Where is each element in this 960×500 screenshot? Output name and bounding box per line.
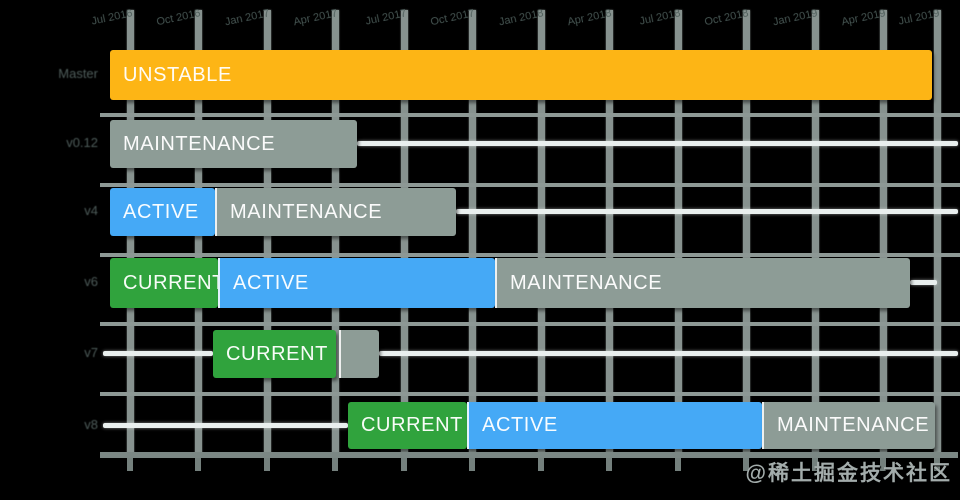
bar-segment-current: CURRENT	[110, 258, 218, 308]
bar-segment-active: ACTIVE	[467, 402, 762, 449]
x-axis-tick	[606, 458, 612, 471]
row-separator-line	[100, 253, 960, 257]
x-axis-tick-label: Apr 2017	[292, 7, 339, 29]
x-axis-tick-label: Oct 2016	[155, 7, 202, 29]
x-axis-tick	[264, 458, 270, 471]
x-axis-tick-label: Jul 2017	[364, 7, 408, 28]
x-axis-tick	[880, 458, 886, 471]
vertical-gridline	[469, 10, 476, 454]
x-axis-tick-label: Jul 2016	[90, 7, 134, 28]
bar-segment-maintenance	[339, 330, 379, 378]
row-label: v7	[84, 345, 98, 360]
x-axis-tick-label: Jan 2019	[771, 7, 819, 29]
x-axis-tick	[469, 458, 475, 471]
x-axis-tick-label: Jan 2018	[497, 7, 545, 29]
bar-segment-active: ACTIVE	[110, 188, 215, 236]
x-axis-tick	[195, 458, 201, 471]
bar-segment-current: CURRENT	[348, 402, 467, 449]
timeline-track-line	[357, 141, 958, 146]
bar-segment-maintenance: MAINTENANCE	[110, 120, 357, 168]
vertical-gridline	[538, 10, 545, 454]
x-axis-tick-label: Jul 2018	[638, 7, 682, 28]
row-label: v0.12	[66, 135, 98, 150]
x-axis-tick	[812, 458, 818, 471]
vertical-gridline	[880, 10, 887, 454]
juejin-watermark: @稀土掘金技术社区	[745, 462, 952, 485]
row-separator-line	[100, 113, 960, 117]
x-axis-tick	[332, 458, 338, 471]
x-axis-tick	[743, 458, 749, 471]
row-label: v6	[84, 274, 98, 289]
x-axis-tick-label: Apr 2018	[566, 7, 613, 29]
timeline-track-line	[379, 351, 958, 356]
vertical-gridline	[743, 10, 750, 454]
timeline-track-line	[103, 422, 348, 428]
timeline-track-line	[910, 280, 937, 285]
timeline-track-line	[456, 209, 958, 214]
bar-segment-active: ACTIVE	[218, 258, 495, 308]
bar-segment-maintenance: MAINTENANCE	[495, 258, 910, 308]
bar-segment-unstable: UNSTABLE	[110, 50, 932, 100]
timeline-track-line	[103, 351, 213, 356]
x-axis-tick-label: Jan 2017	[223, 7, 271, 29]
vertical-gridline	[812, 10, 819, 454]
row-label: v4	[84, 203, 98, 218]
vertical-gridline	[675, 10, 682, 454]
x-axis-tick	[401, 458, 407, 471]
x-axis-tick	[538, 458, 544, 471]
row-label: v8	[84, 416, 98, 432]
x-axis-tick-label: Oct 2018	[703, 7, 750, 29]
x-axis-tick	[127, 458, 133, 471]
row-separator-line	[100, 322, 960, 326]
vertical-gridline	[606, 10, 613, 454]
bar-segment-maintenance: MAINTENANCE	[762, 402, 935, 449]
row-separator-line	[100, 183, 960, 187]
x-axis-line	[100, 452, 958, 458]
row-separator-line	[100, 392, 960, 396]
plot-right-boundary-line	[934, 10, 941, 454]
x-axis-tick	[934, 458, 940, 471]
bar-segment-current: CURRENT	[213, 330, 336, 378]
bar-segment-maintenance: MAINTENANCE	[215, 188, 456, 236]
x-axis-tick	[675, 458, 681, 471]
row-label: Master	[58, 66, 98, 81]
x-axis-tick-label: Oct 2017	[429, 7, 476, 29]
